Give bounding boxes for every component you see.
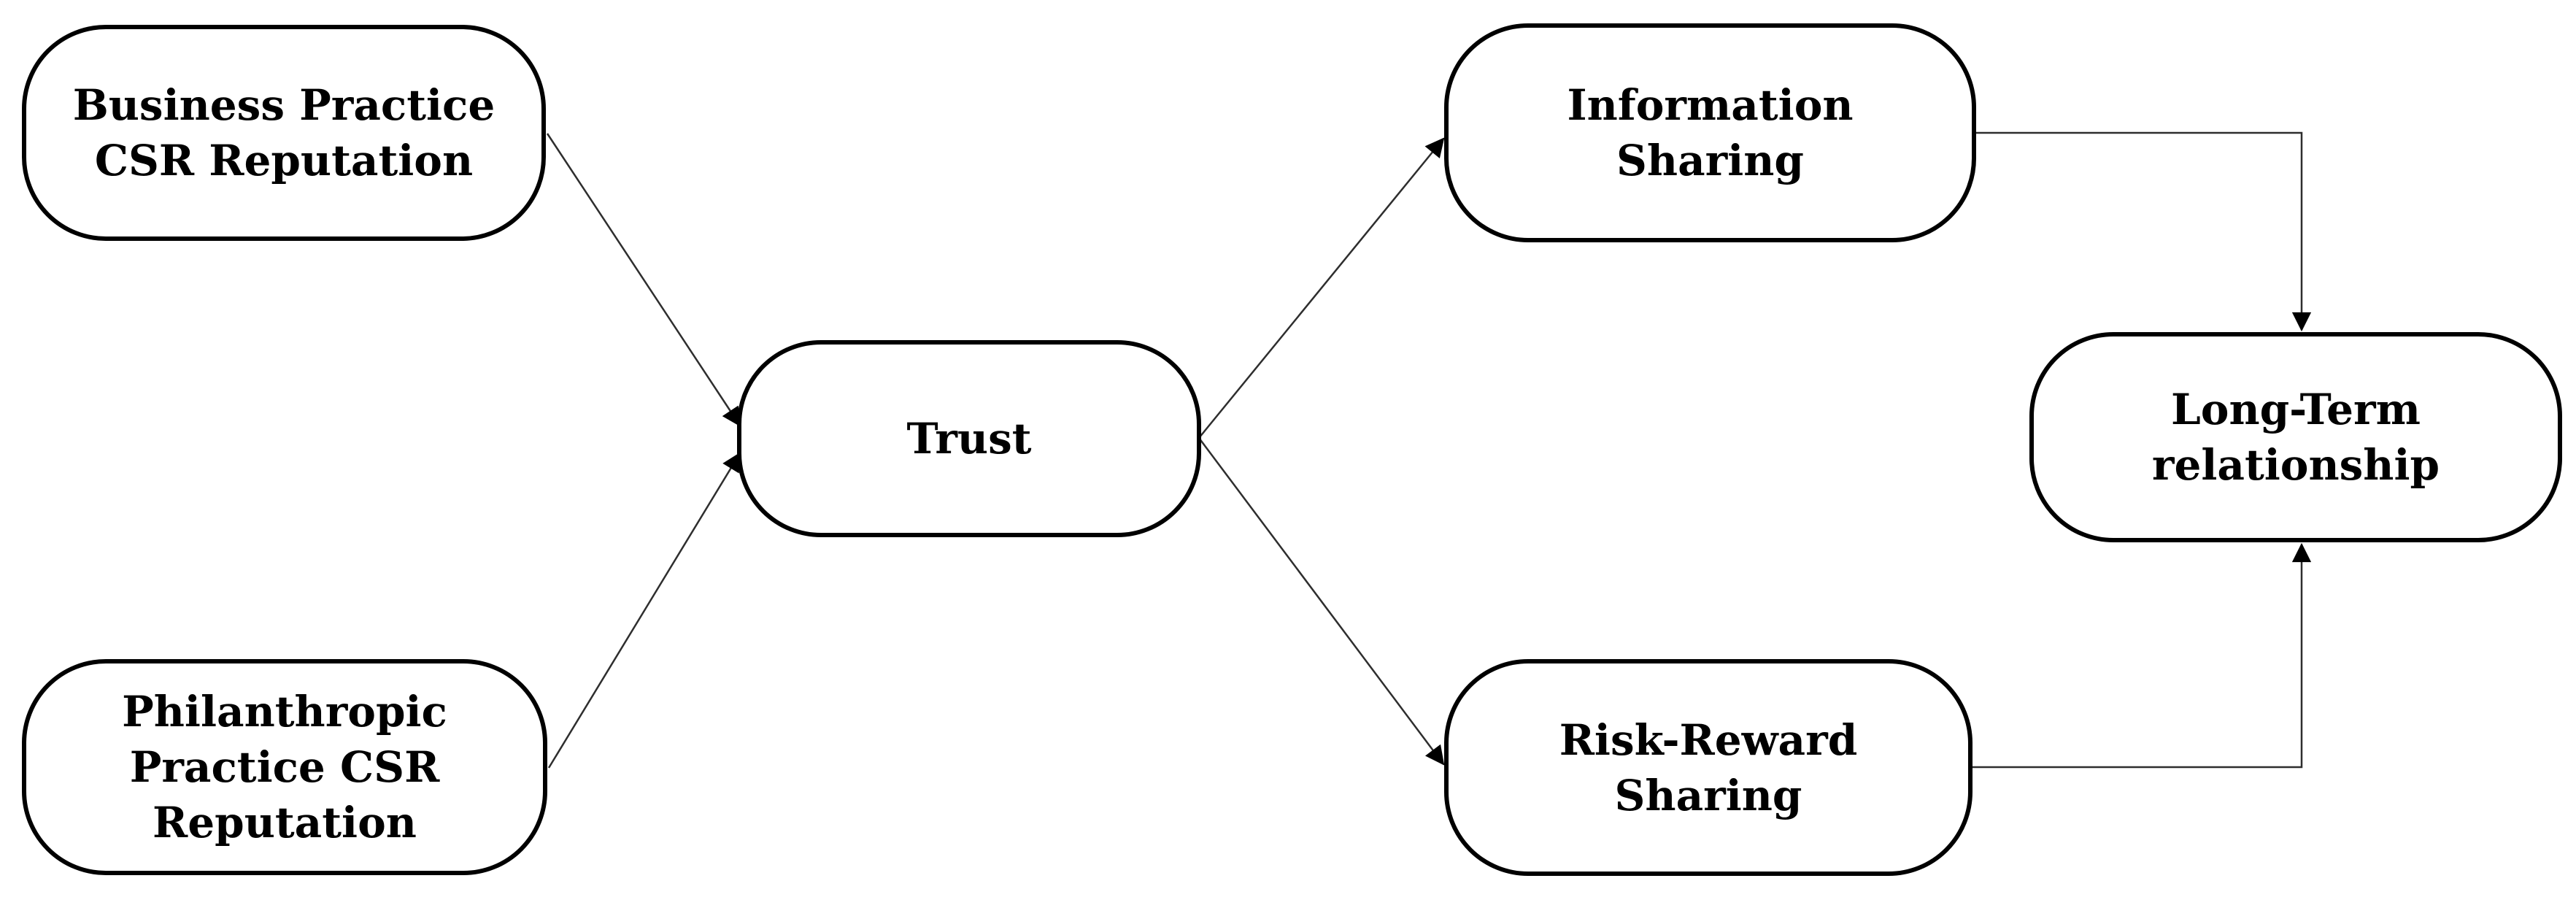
node-long-term-relationship: Long-Term relationship xyxy=(2029,332,2562,542)
node-trust: Trust xyxy=(737,340,1201,537)
node-information-sharing: Information Sharing xyxy=(1444,23,1976,242)
edge-trust-to-risk xyxy=(1198,437,1445,766)
edge-information-to-longterm xyxy=(1975,131,2312,332)
node-label: Business Practice CSR Reputation xyxy=(72,80,495,185)
edge-business-to-trust xyxy=(546,133,741,427)
edge-risk-to-longterm xyxy=(1971,542,2312,769)
edge-trust-to-information xyxy=(1198,137,1445,439)
node-label: Long-Term relationship xyxy=(2151,385,2440,490)
edge-philanthropic-to-trust xyxy=(547,452,741,769)
node-risk-reward-sharing: Risk-Reward Sharing xyxy=(1444,659,1973,876)
node-label: Information Sharing xyxy=(1567,80,1854,185)
node-business-practice-csr-reputation: Business Practice CSR Reputation xyxy=(22,25,546,241)
node-label: Risk-Reward Sharing xyxy=(1559,715,1858,820)
node-philanthropic-practice-csr-reputation: Philanthropic Practice CSR Reputation xyxy=(22,659,547,875)
node-label: Trust xyxy=(906,414,1032,463)
node-label: Philanthropic Practice CSR Reputation xyxy=(122,687,447,847)
